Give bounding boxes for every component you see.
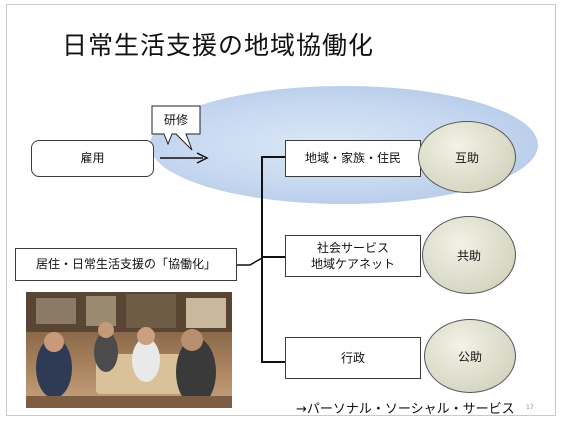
training-callout-shape [151, 105, 201, 151]
tier-mutual-aid-oval: 互助 [418, 121, 516, 193]
collaboration-box: 居住・日常生活支援の「協働化」 [15, 248, 237, 281]
photo-scene [26, 292, 232, 408]
tier-social-service-box: 社会サービス 地域ケアネット [285, 235, 421, 277]
tier-public-aid-oval: 公助 [424, 319, 516, 393]
tier-government-box: 行政 [285, 337, 421, 379]
training-label: 研修 [163, 112, 188, 127]
community-meeting-photo [26, 292, 232, 408]
slide-title: 日常生活支援の地域協働化 [62, 31, 375, 60]
page-number: 17 [526, 404, 534, 411]
employment-box: 雇用 [31, 140, 154, 177]
tier-cooperative-aid-oval: 共助 [422, 216, 516, 294]
slide-frame [6, 4, 556, 416]
footer-text: →パーソナル・ソーシャル・サービス [296, 402, 515, 417]
tier-community-box: 地域・家族・住民 [285, 140, 421, 177]
